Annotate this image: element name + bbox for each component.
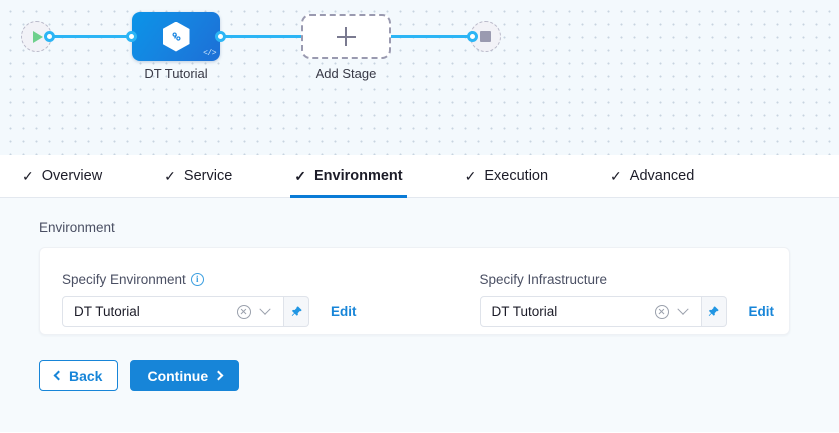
check-icon: ✓ xyxy=(465,169,477,183)
specify-infrastructure-row: DT Tutorial Edit xyxy=(480,296,775,327)
tab-label: Advanced xyxy=(630,168,695,184)
check-icon: ✓ xyxy=(610,169,622,183)
specify-infrastructure-label: Specify Infrastructure xyxy=(480,272,775,287)
connector-dot-end[interactable] xyxy=(467,31,478,42)
chevron-left-icon xyxy=(54,371,64,381)
tab-label: Service xyxy=(184,168,232,184)
chevron-right-icon xyxy=(214,371,224,381)
chevron-down-icon[interactable] xyxy=(259,303,270,314)
environment-select[interactable]: DT Tutorial xyxy=(62,296,284,327)
tab-label: Environment xyxy=(314,168,403,184)
specify-environment-group: Specify Environment i DT Tutorial Edit xyxy=(62,272,357,312)
footer-actions: Back Continue xyxy=(39,360,839,391)
environment-select-value: DT Tutorial xyxy=(74,304,237,319)
info-icon[interactable]: i xyxy=(191,273,204,286)
back-button[interactable]: Back xyxy=(39,360,118,391)
step-tabs: ✓ Overview ✓ Service ✓ Environment ✓ Exe… xyxy=(0,155,839,198)
pipeline-node-row: </> DT Tutorial Add Stage xyxy=(0,0,839,120)
environment-panel: Environment Specify Environment i DT Tut… xyxy=(0,198,839,432)
environment-edit-link[interactable]: Edit xyxy=(331,304,357,319)
pipeline-stage-node[interactable]: </> xyxy=(132,12,220,61)
field-label-text: Specify Environment xyxy=(62,272,186,287)
stage-node-label: DT Tutorial xyxy=(132,66,220,81)
infrastructure-edit-link[interactable]: Edit xyxy=(749,304,775,319)
add-stage-label: Add Stage xyxy=(301,66,391,81)
environment-card: Specify Environment i DT Tutorial Edit xyxy=(39,247,790,335)
continue-button-label: Continue xyxy=(147,368,208,384)
tab-label: Overview xyxy=(42,168,102,184)
tab-overview[interactable]: ✓ Overview xyxy=(18,156,106,198)
section-title: Environment xyxy=(39,220,839,235)
infrastructure-pin-button[interactable] xyxy=(702,296,727,327)
check-icon: ✓ xyxy=(22,169,34,183)
play-icon xyxy=(33,31,43,43)
tab-environment[interactable]: ✓ Environment xyxy=(290,156,406,198)
back-button-label: Back xyxy=(69,368,102,384)
clear-icon[interactable] xyxy=(237,305,251,319)
connector-dot-stage-left[interactable] xyxy=(126,31,137,42)
harness-hexagon-icon xyxy=(163,22,190,52)
infrastructure-select-value: DT Tutorial xyxy=(492,304,655,319)
specify-infrastructure-group: Specify Infrastructure DT Tutorial Edit xyxy=(480,272,775,312)
field-label-text: Specify Infrastructure xyxy=(480,272,608,287)
pipeline-canvas[interactable]: </> DT Tutorial Add Stage xyxy=(0,0,839,155)
connector-dot-start[interactable] xyxy=(44,31,55,42)
specify-environment-row: DT Tutorial Edit xyxy=(62,296,357,327)
specify-environment-label: Specify Environment i xyxy=(62,272,357,287)
connector-dot-stage-right[interactable] xyxy=(215,31,226,42)
plus-icon xyxy=(337,27,356,46)
add-stage-node[interactable] xyxy=(301,14,391,59)
check-icon: ✓ xyxy=(164,169,176,183)
continue-button[interactable]: Continue xyxy=(130,360,239,391)
tab-label: Execution xyxy=(484,168,548,184)
chevron-down-icon[interactable] xyxy=(677,303,688,314)
clear-icon[interactable] xyxy=(655,305,669,319)
tab-service[interactable]: ✓ Service xyxy=(160,156,236,198)
code-badge-icon: </> xyxy=(203,49,216,58)
environment-pin-button[interactable] xyxy=(284,296,309,327)
stop-icon xyxy=(480,31,491,42)
tab-execution[interactable]: ✓ Execution xyxy=(461,156,552,198)
tab-advanced[interactable]: ✓ Advanced xyxy=(606,156,698,198)
infrastructure-select[interactable]: DT Tutorial xyxy=(480,296,702,327)
check-icon: ✓ xyxy=(294,169,306,183)
